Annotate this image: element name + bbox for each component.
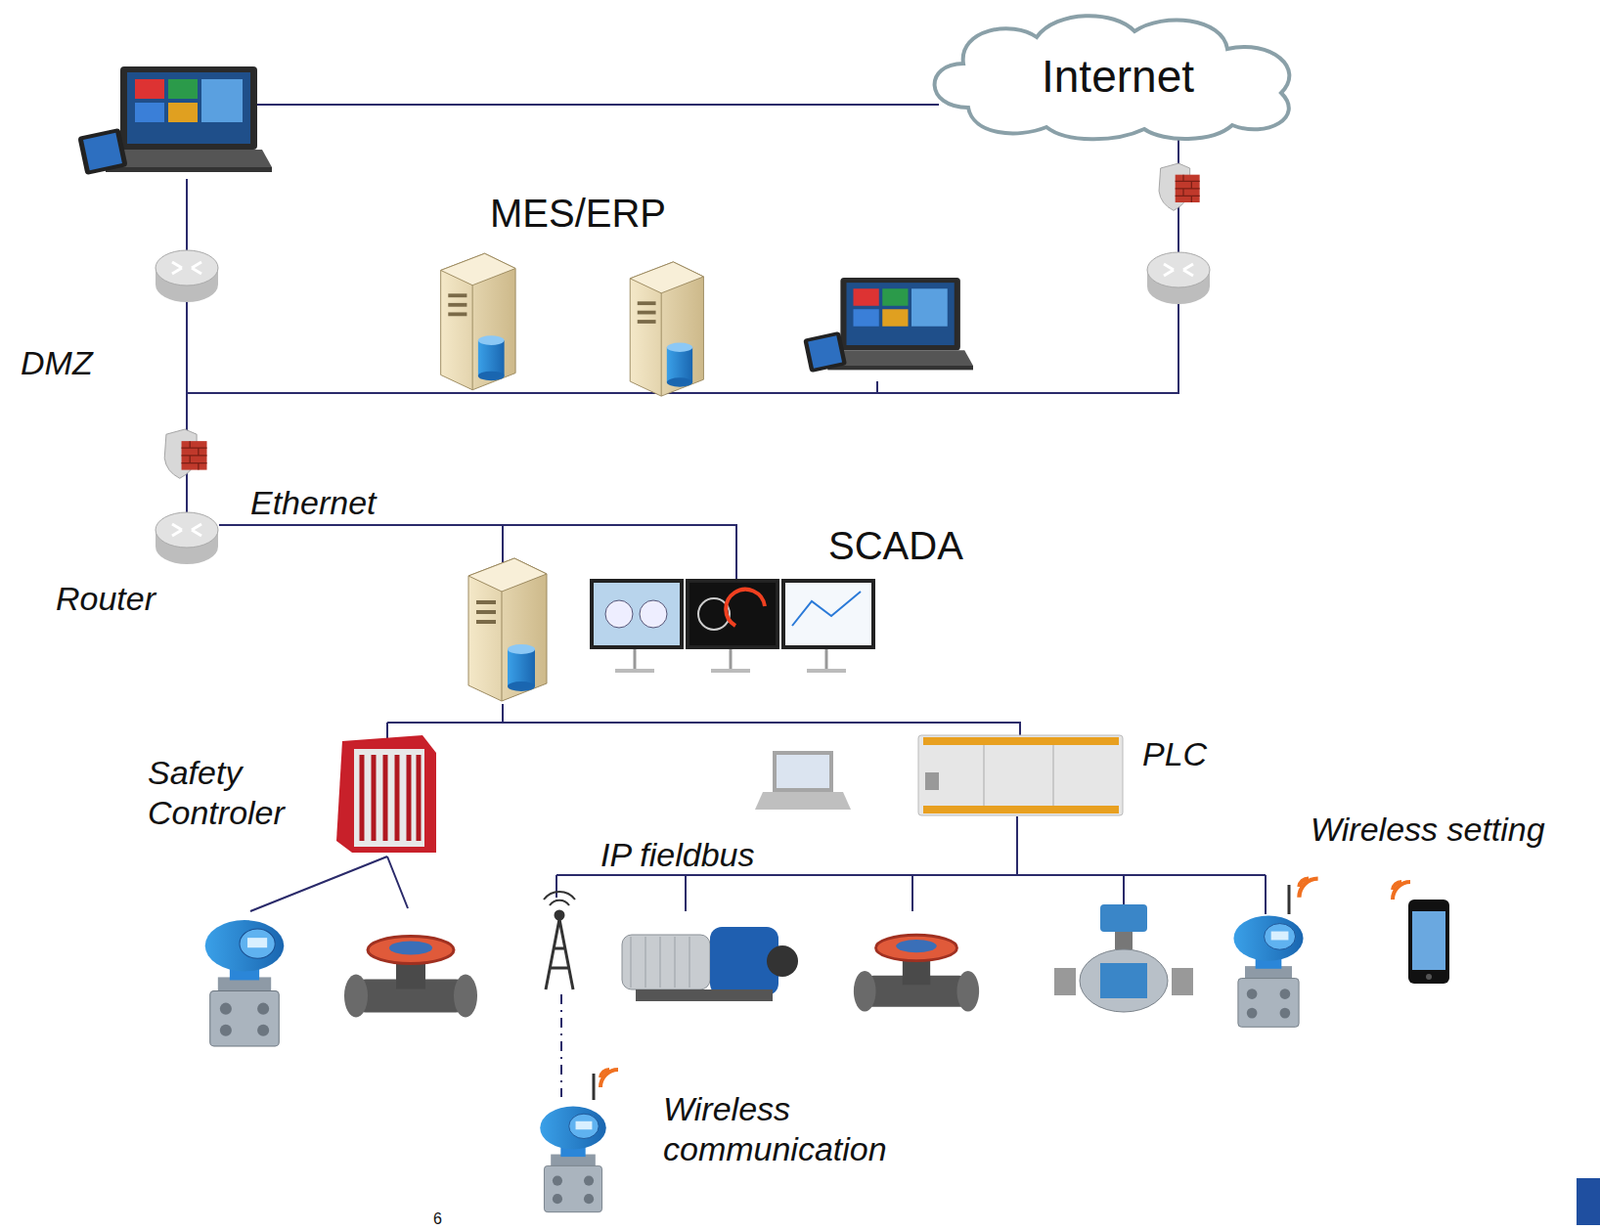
antenna-rod (1288, 885, 1291, 915)
device-label: PLC (1142, 734, 1207, 775)
wireless-transmitter (1233, 916, 1303, 1028)
network-label: IP fieldbus (600, 835, 756, 876)
network-wire (186, 104, 1266, 915)
corner-mark (1576, 1178, 1600, 1226)
radio-waves (1392, 882, 1411, 900)
scada-monitors (589, 578, 876, 671)
device-label: Wireless setting (1310, 809, 1546, 850)
engineering-laptop-icon (755, 751, 851, 810)
device-label: Router (55, 578, 156, 620)
section-title: MES/ERP (489, 189, 667, 237)
valve-icon (344, 936, 478, 1019)
radio-waves (600, 1069, 619, 1088)
antenna-rod (592, 1073, 596, 1101)
actuator-icon (1054, 904, 1194, 1013)
server-icon (441, 253, 516, 391)
zone-label: DMZ (20, 343, 93, 384)
plc-icon (918, 735, 1123, 816)
cloud-label: Internet (929, 9, 1307, 143)
router-icon (155, 512, 219, 565)
radio-waves (1298, 879, 1318, 898)
radio-link (560, 994, 563, 1098)
firewall-icon (164, 429, 207, 479)
laptop-icon (77, 66, 272, 176)
page-number: 6 (433, 1209, 443, 1229)
section-title: SCADA (828, 522, 964, 570)
router-icon (155, 250, 219, 303)
server-icon (629, 262, 704, 397)
cloud-node: Internet (929, 9, 1307, 143)
pressure-transmitter (205, 920, 285, 1047)
smartphone-icon (1408, 899, 1450, 984)
network-label: Ethernet (250, 483, 377, 524)
server-icon (468, 558, 547, 702)
device-label: Wireless communication (663, 1089, 928, 1170)
radio-antenna (543, 891, 576, 990)
router-icon (1147, 252, 1210, 305)
valve-icon (853, 934, 979, 1012)
pump-icon (622, 927, 799, 1002)
wireless-transmitter (539, 1107, 607, 1213)
safety-controller-icon (336, 735, 437, 853)
device-label: Safety Controler (147, 753, 305, 834)
firewall-icon (1158, 163, 1200, 211)
laptop-icon (802, 277, 974, 373)
